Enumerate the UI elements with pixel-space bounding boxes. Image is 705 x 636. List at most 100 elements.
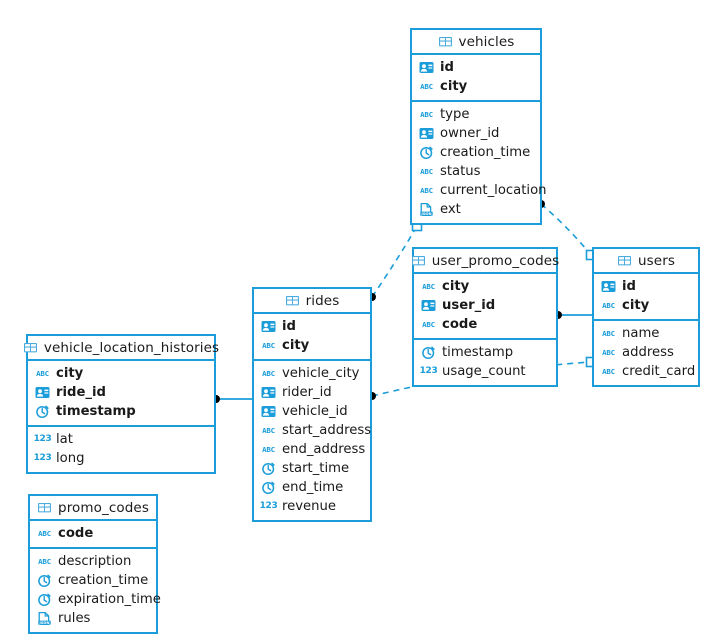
table-icon	[37, 500, 52, 515]
field-timestamp[interactable]: timestamp	[414, 343, 556, 362]
field-start_time[interactable]: start_time	[254, 459, 370, 478]
abc-icon: ABC	[420, 81, 433, 91]
abc-icon: ABC	[602, 347, 615, 357]
id-card-icon	[261, 319, 276, 334]
field-label: id	[622, 278, 636, 294]
field-label: code	[58, 525, 94, 541]
field-rider_id[interactable]: rider_id	[254, 383, 370, 402]
primary-key-field-id[interactable]: id	[254, 317, 370, 336]
field-label: creation_time	[58, 572, 149, 588]
relationship-user-promo-codes-to-users[interactable]	[554, 311, 592, 319]
field-label: ride_id	[56, 384, 106, 400]
entity-header-promo_codes[interactable]: promo_codes	[30, 496, 156, 521]
field-creation_time[interactable]: creation_time	[30, 571, 156, 590]
abc-icon: ABC	[38, 528, 51, 538]
field-credit_card[interactable]: ABC credit_card	[594, 362, 698, 381]
field-label: credit_card	[622, 363, 696, 379]
clock-icon	[421, 345, 436, 360]
field-status[interactable]: ABC status	[412, 162, 540, 181]
field-label: status	[440, 163, 481, 179]
field-label: rider_id	[282, 384, 332, 400]
clock-icon	[261, 480, 276, 495]
id-card-icon	[261, 404, 276, 419]
abc-icon: ABC	[602, 300, 615, 310]
field-label: start_time	[282, 460, 350, 476]
field-end_time[interactable]: end_time	[254, 478, 370, 497]
primary-key-field-user_id[interactable]: user_id	[414, 296, 556, 315]
entity-header-rides[interactable]: rides	[254, 289, 370, 314]
primary-key-section: ABC code	[30, 521, 156, 549]
entity-title: promo_codes	[58, 499, 149, 516]
field-label: revenue	[282, 498, 336, 514]
entity-header-user_promo_codes[interactable]: user_promo_codes	[411, 249, 559, 274]
field-creation_time[interactable]: creation_time	[412, 143, 540, 162]
abc-icon: ABC	[420, 166, 433, 176]
primary-key-field-ride_id[interactable]: ride_id	[28, 383, 214, 402]
field-label: description	[58, 553, 132, 569]
abc-icon: ABC	[602, 366, 615, 376]
clock-icon	[37, 592, 52, 607]
entity-header-vehicle_location_histories[interactable]: vehicle_location_histories	[23, 336, 219, 361]
field-owner_id[interactable]: owner_id	[412, 124, 540, 143]
svg-text:JSON: JSON	[39, 621, 50, 625]
field-label: user_id	[442, 297, 496, 313]
relationship-vehicle-location-histories-to-rides[interactable]	[212, 395, 252, 403]
clock-icon	[419, 145, 434, 160]
abc-icon: ABC	[422, 319, 435, 329]
field-expiration_time[interactable]: expiration_time	[30, 590, 161, 609]
number-icon: 123	[33, 453, 52, 463]
primary-key-field-id[interactable]: id	[412, 58, 540, 77]
field-label: expiration_time	[58, 591, 161, 607]
table-icon	[617, 253, 632, 268]
field-label: owner_id	[440, 125, 500, 141]
field-vehicle_id[interactable]: vehicle_id	[254, 402, 370, 421]
abc-icon: ABC	[262, 444, 275, 454]
entity-title: rides	[305, 292, 340, 309]
field-label: ext	[440, 201, 461, 217]
entity-header-users[interactable]: users	[594, 249, 698, 274]
number-icon: 123	[419, 366, 438, 376]
abc-icon: ABC	[262, 368, 275, 378]
entity-title: user_promo_codes	[431, 252, 560, 269]
entity-header-vehicles[interactable]: vehicles	[412, 30, 540, 55]
field-label: vehicle_id	[282, 403, 348, 419]
primary-key-field-code[interactable]: ABC code	[30, 524, 156, 543]
primary-key-field-timestamp[interactable]: timestamp	[28, 402, 214, 421]
clock-icon	[35, 404, 50, 419]
primary-key-field-id[interactable]: id	[594, 277, 698, 296]
